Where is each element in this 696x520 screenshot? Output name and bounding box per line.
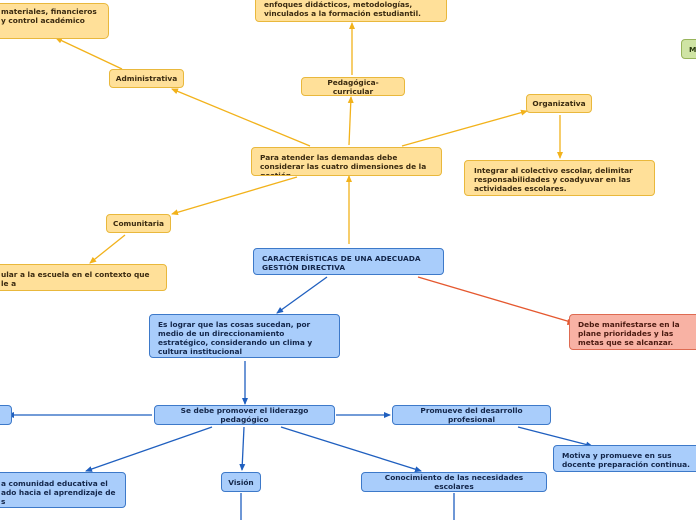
edge-dim-administrativa — [171, 88, 311, 147]
node-green-partial[interactable]: M — [681, 39, 696, 59]
node-desarrollo[interactable]: Promueve del desarrollo profesional — [392, 405, 551, 425]
node-liderazgo[interactable]: Se debe promover el liderazgo pedagógico — [154, 405, 335, 425]
node-central[interactable]: CARACTERÍSTICAS DE UNA ADECUADA GESTIÓN … — [253, 248, 444, 275]
node-text: Motiva y promueve en sus docente prepara… — [562, 451, 690, 469]
node-text: Para atender las demandas debe considera… — [260, 153, 427, 176]
node-left-partial[interactable] — [0, 405, 12, 425]
node-conocimiento[interactable]: Conocimiento de las necesidades escolare… — [361, 472, 547, 492]
node-administrativa-desc[interactable]: materiales, financieros y control académ… — [0, 3, 109, 39]
node-text: Promueve del desarrollo profesional — [420, 406, 523, 424]
node-text: ular a la escuela en el contexto que le … — [1, 270, 150, 288]
edge-liderazgo-comunidad — [85, 426, 213, 472]
node-text: Visión — [228, 477, 254, 487]
node-organizativa[interactable]: Organizativa — [526, 94, 592, 113]
node-pedagogica[interactable]: Pedagógica-curricular — [301, 77, 405, 96]
edge-liderazgo-vision — [239, 426, 246, 471]
node-comunidad[interactable]: a comunidad educativa el ado hacia el ap… — [0, 472, 126, 508]
edge-desarrollo-motiva — [517, 426, 593, 448]
node-comunitaria-desc[interactable]: ular a la escuela en el contexto que le … — [0, 264, 167, 291]
node-motiva[interactable]: Motiva y promueve en sus docente prepara… — [553, 445, 696, 472]
edge-central-lograr — [276, 276, 328, 314]
node-text: Debe manifestarse en la plane prioridade… — [578, 320, 680, 347]
node-administrativa[interactable]: Administrativa — [109, 69, 184, 88]
node-organizativa-desc[interactable]: Integrar al colectivo escolar, delimitar… — [464, 160, 655, 196]
node-text: Pedagógica-curricular — [327, 77, 379, 96]
edge-dim-comunitaria — [171, 176, 298, 216]
node-text: Se debe promover el liderazgo pedagógico — [180, 406, 309, 424]
node-text: CARACTERÍSTICAS DE UNA ADECUADA GESTIÓN … — [262, 254, 421, 272]
node-text: Es lograr que las cosas sucedan, por med… — [158, 320, 313, 356]
edge-dim-pedagogica — [347, 96, 354, 146]
edge-dim-organizativa — [401, 109, 528, 147]
node-vision[interactable]: Visión — [221, 472, 261, 492]
node-planeacion[interactable]: Debe manifestarse en la plane prioridade… — [569, 314, 696, 350]
edge-com-desc — [89, 234, 126, 264]
node-text: Integrar al colectivo escolar, delimitar… — [474, 166, 633, 193]
node-text: enfoques didácticos, metodologías, vincu… — [264, 0, 421, 18]
node-text: Comunitaria — [113, 219, 164, 228]
node-text: a comunidad educativa el ado hacia el ap… — [1, 479, 116, 506]
node-text: materiales, financieros y control académ… — [1, 7, 97, 25]
edge-liderazgo-conocimiento — [280, 426, 422, 473]
node-pedagogica-desc[interactable]: enfoques didácticos, metodologías, vincu… — [255, 0, 447, 22]
node-comunitaria[interactable]: Comunitaria — [106, 214, 171, 233]
node-dimensiones[interactable]: Para atender las demandas debe considera… — [251, 147, 442, 176]
node-text: M — [689, 45, 696, 54]
edge-admin-desc — [55, 37, 123, 70]
node-lograr[interactable]: Es lograr que las cosas sucedan, por med… — [149, 314, 340, 358]
edge-central-planeacion — [417, 276, 575, 324]
node-text: Conocimiento de las necesidades escolare… — [384, 473, 524, 491]
node-text: Administrativa — [115, 74, 178, 83]
node-text: Organizativa — [532, 99, 586, 108]
